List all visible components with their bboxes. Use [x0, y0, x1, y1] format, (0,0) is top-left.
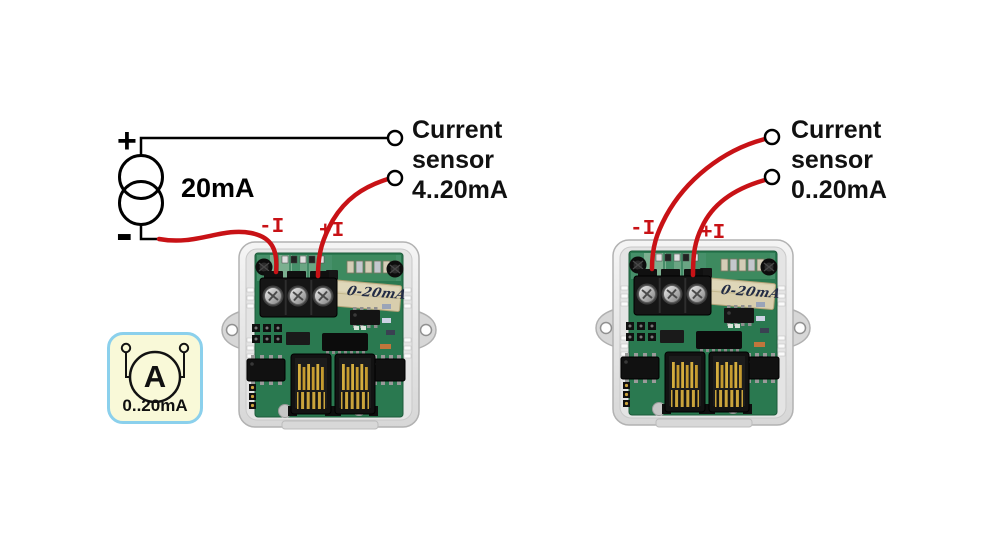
sensor-label-left-line2: sensor — [412, 146, 494, 174]
neg-terminal-label-right: -I — [630, 218, 656, 241]
sensor-label-left-line1: Current — [412, 116, 503, 144]
sensor-label-right-line3: 0..20mA — [791, 176, 887, 204]
wire-pos-terminal-to-sensor-right — [690, 177, 768, 278]
wire-source-plus-to-sensor — [139, 136, 388, 157]
sensor-module-left — [221, 241, 437, 430]
pos-terminal-label-left: +I — [319, 220, 345, 243]
sensor-terminal-top-left — [386, 129, 404, 147]
ammeter-icon: A 0..20mA — [107, 332, 203, 424]
wire-neg-terminal-to-sensor-right — [649, 136, 768, 272]
sensor-label-right-line1: Current — [791, 116, 882, 144]
device-handwritten-label-left: 0-20mA — [344, 284, 409, 303]
current-source-circle-top — [118, 154, 164, 200]
sensor-label-right: Current sensor 0..20mA — [791, 115, 887, 205]
wire-source-minus-lead — [139, 224, 159, 241]
sensor-label-left-line3: 4..20mA — [412, 176, 508, 204]
source-current-value: 20mA — [181, 173, 255, 203]
sensor-label-left: Current sensor 4..20mA — [412, 115, 508, 205]
neg-terminal-label-left: -I — [259, 216, 285, 239]
wire-source-minus-to-neg-terminal — [156, 229, 279, 275]
source-minus-sign: - — [116, 205, 133, 261]
ammeter-letter: A — [143, 359, 167, 394]
wire-pos-terminal-to-sensor-left — [315, 176, 391, 279]
sensor-terminal-top-right — [763, 128, 781, 146]
source-plus-sign: + — [117, 122, 137, 160]
pos-terminal-label-right: +I — [700, 222, 726, 245]
sensor-terminal-bottom-left — [386, 169, 404, 187]
device-handwritten-label-right: 0-20mA — [718, 283, 783, 302]
sensor-label-right-line2: sensor — [791, 146, 873, 174]
ammeter-symbol-graphic — [120, 342, 190, 403]
sensor-terminal-bottom-right — [763, 168, 781, 186]
ammeter-range: 0..20mA — [122, 396, 188, 415]
sensor-module-right — [595, 239, 811, 428]
